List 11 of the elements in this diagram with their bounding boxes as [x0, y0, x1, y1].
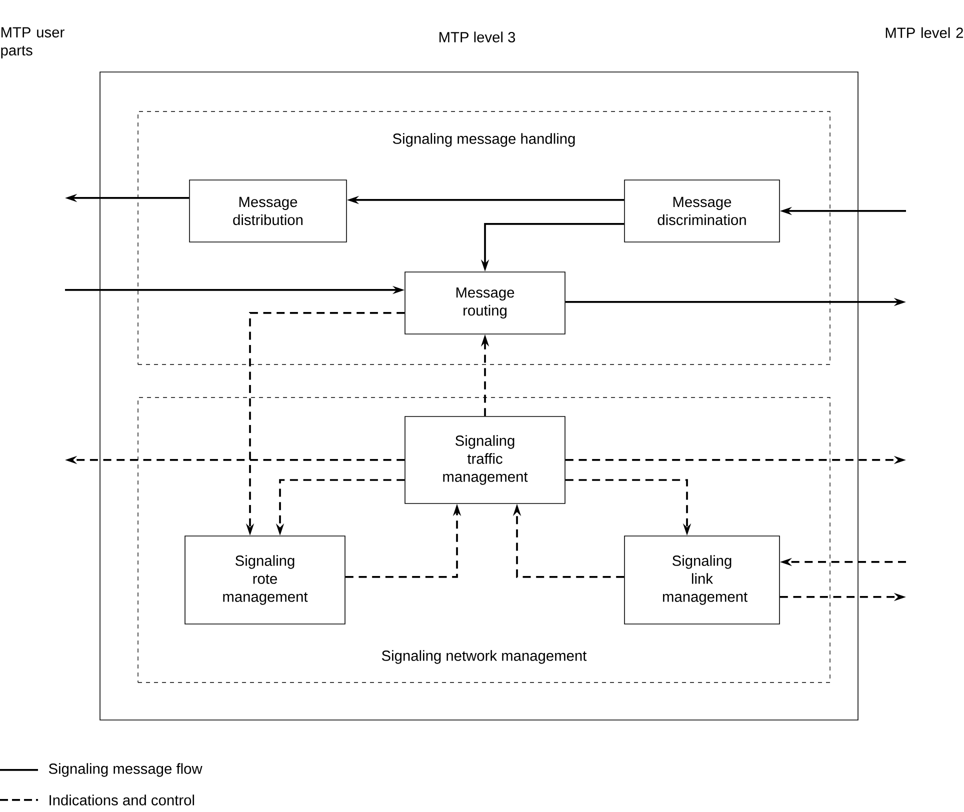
node-label: MTP level 3 — [440, 32, 516, 42]
process-box: Message routing — [404, 272, 566, 334]
process-box: Signaling traffic management — [404, 416, 566, 504]
process-box: Message discrimination — [624, 180, 780, 242]
legend-text: Signaling message flow — [48, 763, 202, 777]
region-label: MTP level 2 — [886, 27, 963, 38]
process-box: Signaling link management — [624, 536, 780, 624]
process-box: Message distribution — [189, 180, 347, 242]
process-box: Signaling rote management — [184, 536, 346, 624]
region-label: MTP user parts — [1, 27, 64, 58]
legend-text: Indications and control — [50, 794, 194, 806]
